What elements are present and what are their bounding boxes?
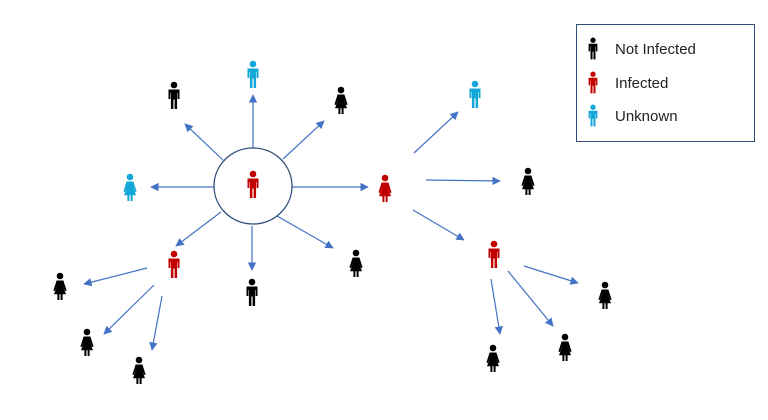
transmission-arrow — [523, 265, 579, 285]
transmission-arrow — [149, 295, 163, 351]
person-icon-p11 — [488, 240, 500, 268]
legend-item-infected: Infected — [585, 71, 668, 95]
person-icon — [588, 37, 598, 60]
transmission-arrow — [184, 123, 224, 161]
transmission-arrow — [413, 111, 459, 154]
legend-item-unknown: Unknown — [585, 104, 678, 128]
person-icon-p7 — [246, 278, 258, 306]
transmission-arrow — [282, 120, 325, 160]
person-icon-p8 — [349, 249, 363, 277]
source-person-icon — [247, 170, 259, 198]
person-icon-p4 — [123, 173, 137, 201]
person-icon-p16 — [558, 333, 572, 361]
person-icon-p6 — [168, 250, 180, 278]
transmission-arrow — [412, 209, 465, 241]
person-icon — [588, 71, 598, 94]
legend-label: Infected — [615, 74, 669, 92]
legend-label: Not Infected — [615, 40, 696, 58]
people-layer — [53, 60, 612, 384]
transmission-arrow — [83, 267, 148, 287]
person-icon-p14 — [132, 356, 146, 384]
transmission-arrow — [276, 215, 334, 249]
person-icon-p9 — [469, 80, 481, 108]
person-icon-p1 — [168, 81, 180, 109]
person-icon-p3 — [334, 86, 348, 114]
arrows-layer — [83, 94, 579, 351]
person-icon — [588, 104, 598, 127]
person-icon-p12 — [53, 272, 67, 300]
person-icon-p17 — [486, 344, 500, 372]
person-icon-p13 — [80, 328, 94, 356]
transmission-arrow — [425, 176, 501, 186]
person-icon-p15 — [598, 281, 612, 309]
legend: Not Infected Infected Unknown — [576, 24, 755, 142]
transmission-arrow — [103, 284, 155, 335]
legend-item-not-infected: Not Infected — [585, 37, 696, 61]
transmission-arrow — [175, 211, 222, 247]
person-icon-p5 — [378, 174, 392, 202]
legend-label: Unknown — [615, 107, 678, 125]
person-icon-p10 — [521, 167, 535, 195]
transmission-arrow — [490, 278, 503, 335]
person-icon-p2 — [247, 60, 259, 88]
transmission-arrow — [507, 270, 554, 327]
